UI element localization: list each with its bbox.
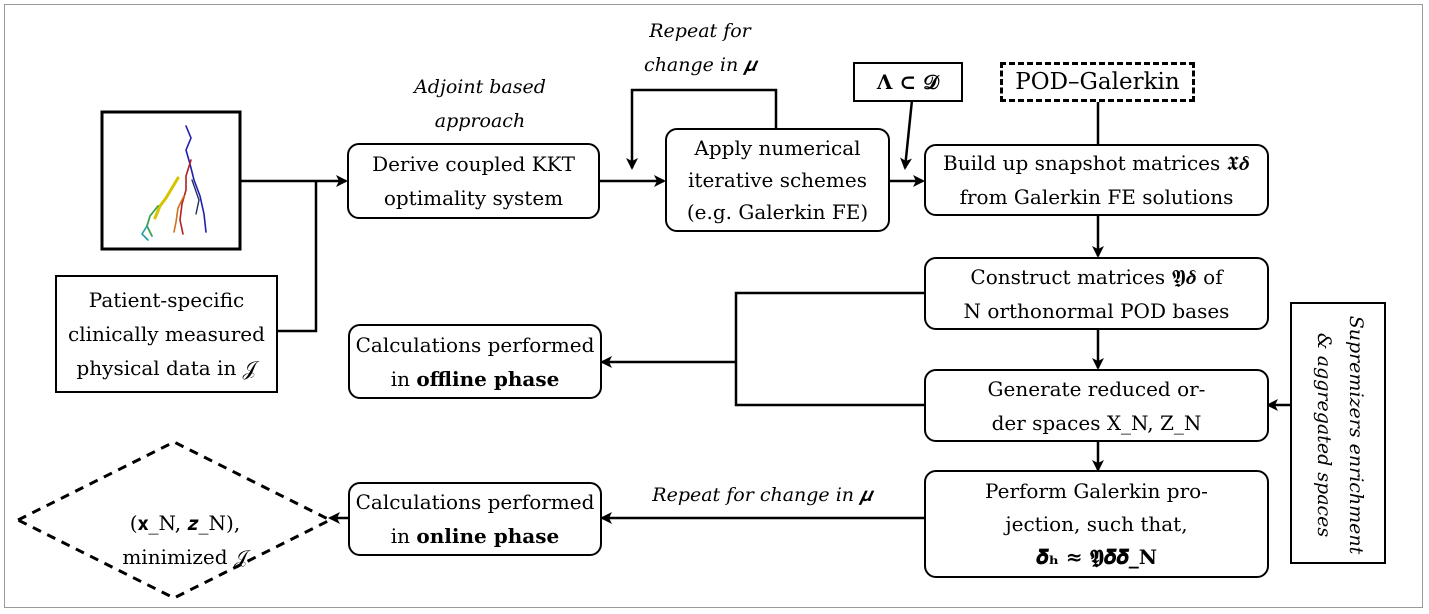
construct-line-2: N orthonormal POD bases xyxy=(963,298,1230,323)
offline-line-2-bold: offline phase xyxy=(416,366,560,391)
online-phase-box: Calculations performed in online phase xyxy=(348,482,602,556)
adjoint-note: Adjoint based approach xyxy=(395,70,565,138)
parameter-set-label: 𝚲 ⊂ 𝒟 xyxy=(876,70,940,94)
numerical-line-3: (e.g. Galerkin FE) xyxy=(686,200,869,224)
offline-phase-box: Calculations performed in offline phase xyxy=(348,324,602,399)
vessel-tree-drawing xyxy=(140,125,207,241)
adjoint-line-2: approach xyxy=(434,110,526,132)
numerical-line-2: iterative schemes xyxy=(688,168,867,192)
snapshot-line-2: from Galerkin FE solutions xyxy=(959,185,1234,209)
galerkin-line-3: 𝜹ₕ ≈ 𝖄𝜹𝜹_N xyxy=(1036,544,1157,569)
offline-line-2: in offline phase xyxy=(391,362,560,396)
vessel-image-box xyxy=(100,110,242,251)
adjoint-line-1: Adjoint based xyxy=(414,76,546,98)
vessel-cyan xyxy=(140,225,149,241)
online-line-1: Calculations performed xyxy=(355,490,595,514)
pod-galerkin-label: POD–Galerkin xyxy=(1015,69,1180,95)
vessel-blue xyxy=(185,125,207,233)
online-line-2-bold: online phase xyxy=(416,524,560,548)
construct-box: Construct matrices 𝖄𝜹 of N orthonormal P… xyxy=(924,257,1269,330)
vessel-orange xyxy=(173,195,185,233)
connector-construct-bracket xyxy=(734,291,924,407)
vessel-red xyxy=(179,159,192,235)
vessel-yellow xyxy=(153,176,180,220)
arrow-repeat-loop xyxy=(626,88,778,170)
result-line-2: minimized 𝒥 xyxy=(122,545,248,569)
kkt-box: Derive coupled KKT optimality system xyxy=(347,143,600,219)
supremizers-line-1: Supremizers enrichment xyxy=(1345,315,1367,555)
kkt-line-2: optimality system xyxy=(383,186,564,210)
galerkin-line-2: jection, such that, xyxy=(1005,511,1188,536)
repeat-note-top: Repeat for change in 𝝁 xyxy=(630,14,770,82)
snapshot-line-1: Build up snapshot matrices 𝖃𝜹 xyxy=(943,151,1250,175)
galerkin-projection-box: Perform Galerkin pro- jection, such that… xyxy=(924,470,1269,578)
repeat-top-line-2: change in 𝝁 xyxy=(644,54,756,76)
snapshot-box: Build up snapshot matrices 𝖃𝜹 from Galer… xyxy=(924,144,1269,216)
kkt-line-1: Derive coupled KKT xyxy=(372,152,575,176)
online-line-2: in online phase xyxy=(391,519,559,553)
generate-spaces-box: Generate reduced or- der spaces X_N, Z_N xyxy=(924,369,1269,442)
offline-line-2-prefix: in xyxy=(390,366,417,391)
numerical-schemes-box: Apply numerical iterative schemes (e.g. … xyxy=(665,128,890,232)
pod-galerkin-box: POD–Galerkin xyxy=(1000,62,1195,102)
supremizers-box: Supremizers enrichment & aggregated spac… xyxy=(1290,302,1386,564)
patient-data-box: Patient-specific clinically measured phy… xyxy=(55,275,278,393)
supremizers-text: Supremizers enrichment & aggregated spac… xyxy=(1308,304,1372,566)
parameter-set-box: 𝚲 ⊂ 𝒟 xyxy=(853,62,963,102)
offline-line-1: Calculations performed xyxy=(355,332,595,357)
construct-line-1: Construct matrices 𝖄𝜹 of xyxy=(970,264,1223,289)
supremizers-line-2: & aggregated spaces xyxy=(1313,332,1335,538)
vessel-green xyxy=(146,205,159,237)
result-line-1: (𝐱_N, 𝒛_N), xyxy=(129,511,241,535)
result-diamond: (𝐱_N, 𝒛_N), minimized 𝒥 xyxy=(80,506,290,574)
arrow-lambda-to-snapshot xyxy=(900,99,914,170)
vessel-dark xyxy=(191,179,200,215)
patient-line-1: Patient-specific xyxy=(88,288,245,312)
repeat-bottom-text: Repeat for change in 𝝁 xyxy=(652,484,872,506)
online-line-2-prefix: in xyxy=(390,524,417,548)
patient-line-3: physical data in 𝒥 xyxy=(76,356,257,380)
numerical-line-1: Apply numerical xyxy=(694,136,861,160)
result-diamond-shape xyxy=(14,440,334,600)
connector-patient-to-line xyxy=(278,181,318,333)
generate-line-2: der spaces X_N, Z_N xyxy=(991,410,1202,435)
diagram-frame xyxy=(4,4,1423,608)
generate-line-1: Generate reduced or- xyxy=(987,376,1206,401)
repeat-note-bottom: Repeat for change in 𝝁 xyxy=(612,478,912,512)
patient-line-2: clinically measured xyxy=(68,322,265,346)
repeat-top-line-1: Repeat for xyxy=(649,20,751,42)
galerkin-line-1: Perform Galerkin pro- xyxy=(985,478,1208,503)
